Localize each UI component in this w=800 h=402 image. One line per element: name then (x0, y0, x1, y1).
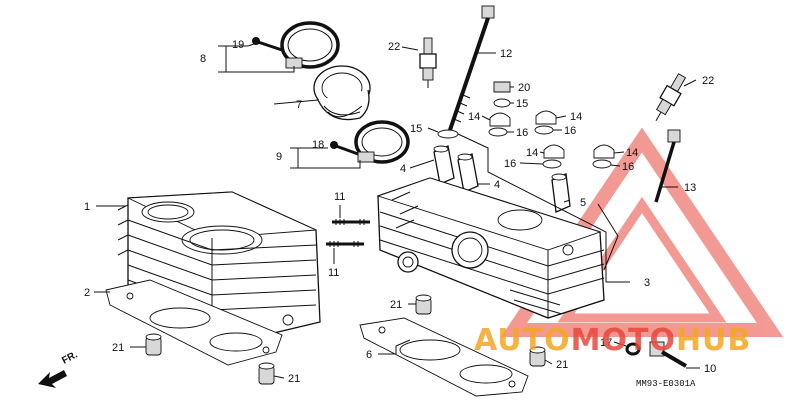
washer (493, 98, 511, 108)
cap-nut (543, 144, 565, 159)
stud-bolt (332, 219, 370, 225)
watermark-part-moto: MOTO (571, 323, 676, 358)
front-marker-label: FR. (60, 349, 80, 366)
cylinder-base-gasket (105, 279, 283, 366)
label-21d: 21 (556, 359, 568, 371)
spark-plug (419, 37, 437, 88)
label-16d: 16 (622, 161, 634, 173)
label-19: 19 (232, 39, 244, 51)
oil-bolt (649, 341, 688, 368)
label-3: 3 (644, 277, 650, 289)
dowel-pin (145, 333, 162, 356)
cap-nut (493, 81, 511, 93)
intake-clamp-upper (280, 21, 340, 69)
label-7: 7 (296, 99, 302, 111)
label-16c: 16 (504, 158, 516, 170)
cap-nut (593, 144, 615, 159)
label-8: 8 (200, 53, 206, 65)
valve-guide (551, 173, 571, 213)
diagram-code: MM93-E0301A (636, 379, 696, 389)
valve-guide (457, 153, 479, 193)
label-15b: 15 (410, 123, 422, 135)
watermark-text: AUTOMOTOHUB (474, 323, 751, 358)
dowel-pin (258, 362, 275, 385)
label-22a: 22 (388, 41, 400, 53)
label-6: 6 (366, 349, 372, 361)
label-11a: 11 (334, 191, 345, 203)
label-18: 18 (312, 139, 324, 151)
label-14b: 14 (570, 111, 582, 123)
intake-clamp-screw (330, 141, 359, 156)
label-14d: 14 (626, 147, 638, 159)
washer (437, 129, 459, 139)
label-15a: 15 (516, 98, 528, 110)
part-labels: 8 19 7 9 18 22 12 20 15 14 16 14 16 15 1… (84, 39, 716, 385)
label-1: 1 (84, 201, 90, 213)
washer (542, 159, 562, 169)
label-4a: 4 (400, 163, 406, 175)
leader-lines (94, 43, 700, 379)
head-long-bolt (448, 5, 495, 131)
label-21c: 21 (390, 299, 402, 311)
label-4b: 4 (494, 179, 500, 191)
cap-nut (535, 110, 557, 125)
label-21b: 21 (288, 373, 300, 385)
washer (592, 159, 612, 169)
stud-bolt (326, 241, 364, 247)
label-9: 9 (276, 151, 282, 163)
label-2: 2 (84, 287, 90, 299)
label-17: 17 (600, 337, 612, 349)
dowel-pin (529, 346, 546, 367)
label-22b: 22 (702, 75, 714, 87)
washer (488, 127, 508, 137)
label-11b: 11 (328, 267, 339, 279)
label-5: 5 (580, 197, 586, 209)
intake-joint (313, 65, 371, 121)
front-direction-arrow-icon (38, 370, 67, 388)
label-16b: 16 (564, 125, 576, 137)
cap-nut (489, 112, 511, 127)
cylinder-head-gasket (359, 317, 529, 397)
valve-guide (433, 145, 455, 185)
o-ring (625, 342, 641, 356)
label-16a: 16 (516, 127, 528, 139)
label-13: 13 (684, 182, 696, 194)
label-14c: 14 (526, 147, 538, 159)
washer (534, 125, 554, 135)
head-bolt (654, 129, 681, 203)
watermark-part-hub: HUB (676, 323, 751, 358)
svg-text:AUTOMOTOHUB: AUTOMOTOHUB (474, 323, 751, 358)
label-12: 12 (500, 48, 512, 60)
cylinder-head (376, 177, 605, 319)
spark-plug (655, 73, 687, 122)
watermark-part-auto: AUTO (474, 323, 571, 358)
label-21a: 21 (112, 342, 124, 354)
label-10: 10 (704, 363, 716, 375)
dowel-pin (415, 294, 432, 315)
intake-clamp-screw (252, 37, 283, 52)
label-14a: 14 (468, 111, 480, 123)
intake-clamp-lower (354, 120, 410, 164)
label-20: 20 (518, 82, 530, 94)
